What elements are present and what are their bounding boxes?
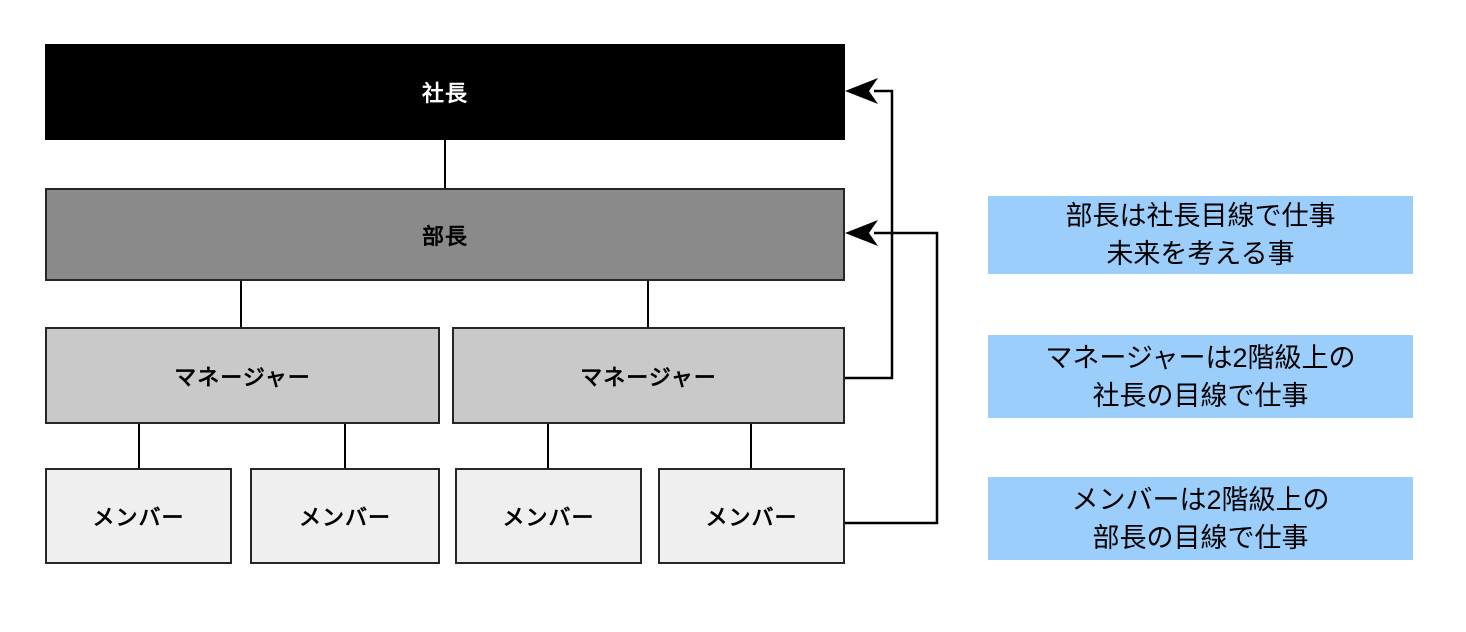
node-manager-2-label: マネージャー bbox=[580, 364, 717, 390]
node-manager-2: マネージャー bbox=[452, 327, 845, 424]
node-member-4-label: メンバー bbox=[705, 505, 798, 530]
callout-member-note: メンバーは2階級上の 部長の目線で仕事 bbox=[988, 477, 1413, 560]
node-member-2: メンバー bbox=[250, 468, 440, 564]
feedback-line-manager-to-president bbox=[845, 89, 894, 380]
node-member-2-label: メンバー bbox=[298, 505, 391, 530]
node-manager-1-label: マネージャー bbox=[174, 364, 311, 390]
node-president: 社長 bbox=[45, 44, 845, 140]
callout-manager-line1: マネージャーは2階級上の bbox=[1045, 342, 1356, 373]
callout-manager-line2: 社長の目線で仕事 bbox=[1092, 380, 1309, 411]
node-director-label: 部長 bbox=[421, 223, 468, 249]
node-president-label: 社長 bbox=[421, 81, 468, 106]
node-member-3-label: メンバー bbox=[502, 505, 595, 530]
callout-member-line1: メンバーは2階級上の bbox=[1071, 484, 1330, 515]
arrowhead-into-director bbox=[845, 220, 878, 246]
node-member-1-label: メンバー bbox=[92, 505, 185, 530]
feedback-line-member-to-director bbox=[845, 231, 939, 525]
callout-manager-note: マネージャーは2階級上の 社長の目線で仕事 bbox=[988, 335, 1413, 418]
arrowhead-into-president bbox=[845, 78, 878, 104]
node-member-4: メンバー bbox=[658, 468, 845, 564]
callout-director-note: 部長は社長目線で仕事 未来を考える事 bbox=[988, 196, 1413, 274]
node-member-3: メンバー bbox=[455, 468, 642, 564]
callout-director-line2: 未来を考える事 bbox=[1106, 239, 1295, 269]
node-director: 部長 bbox=[45, 188, 845, 281]
callout-member-line2: 部長の目線で仕事 bbox=[1092, 522, 1309, 553]
node-member-1: メンバー bbox=[45, 468, 232, 564]
node-manager-1: マネージャー bbox=[45, 327, 440, 424]
callout-director-line1: 部長は社長目線で仕事 bbox=[1065, 201, 1336, 231]
